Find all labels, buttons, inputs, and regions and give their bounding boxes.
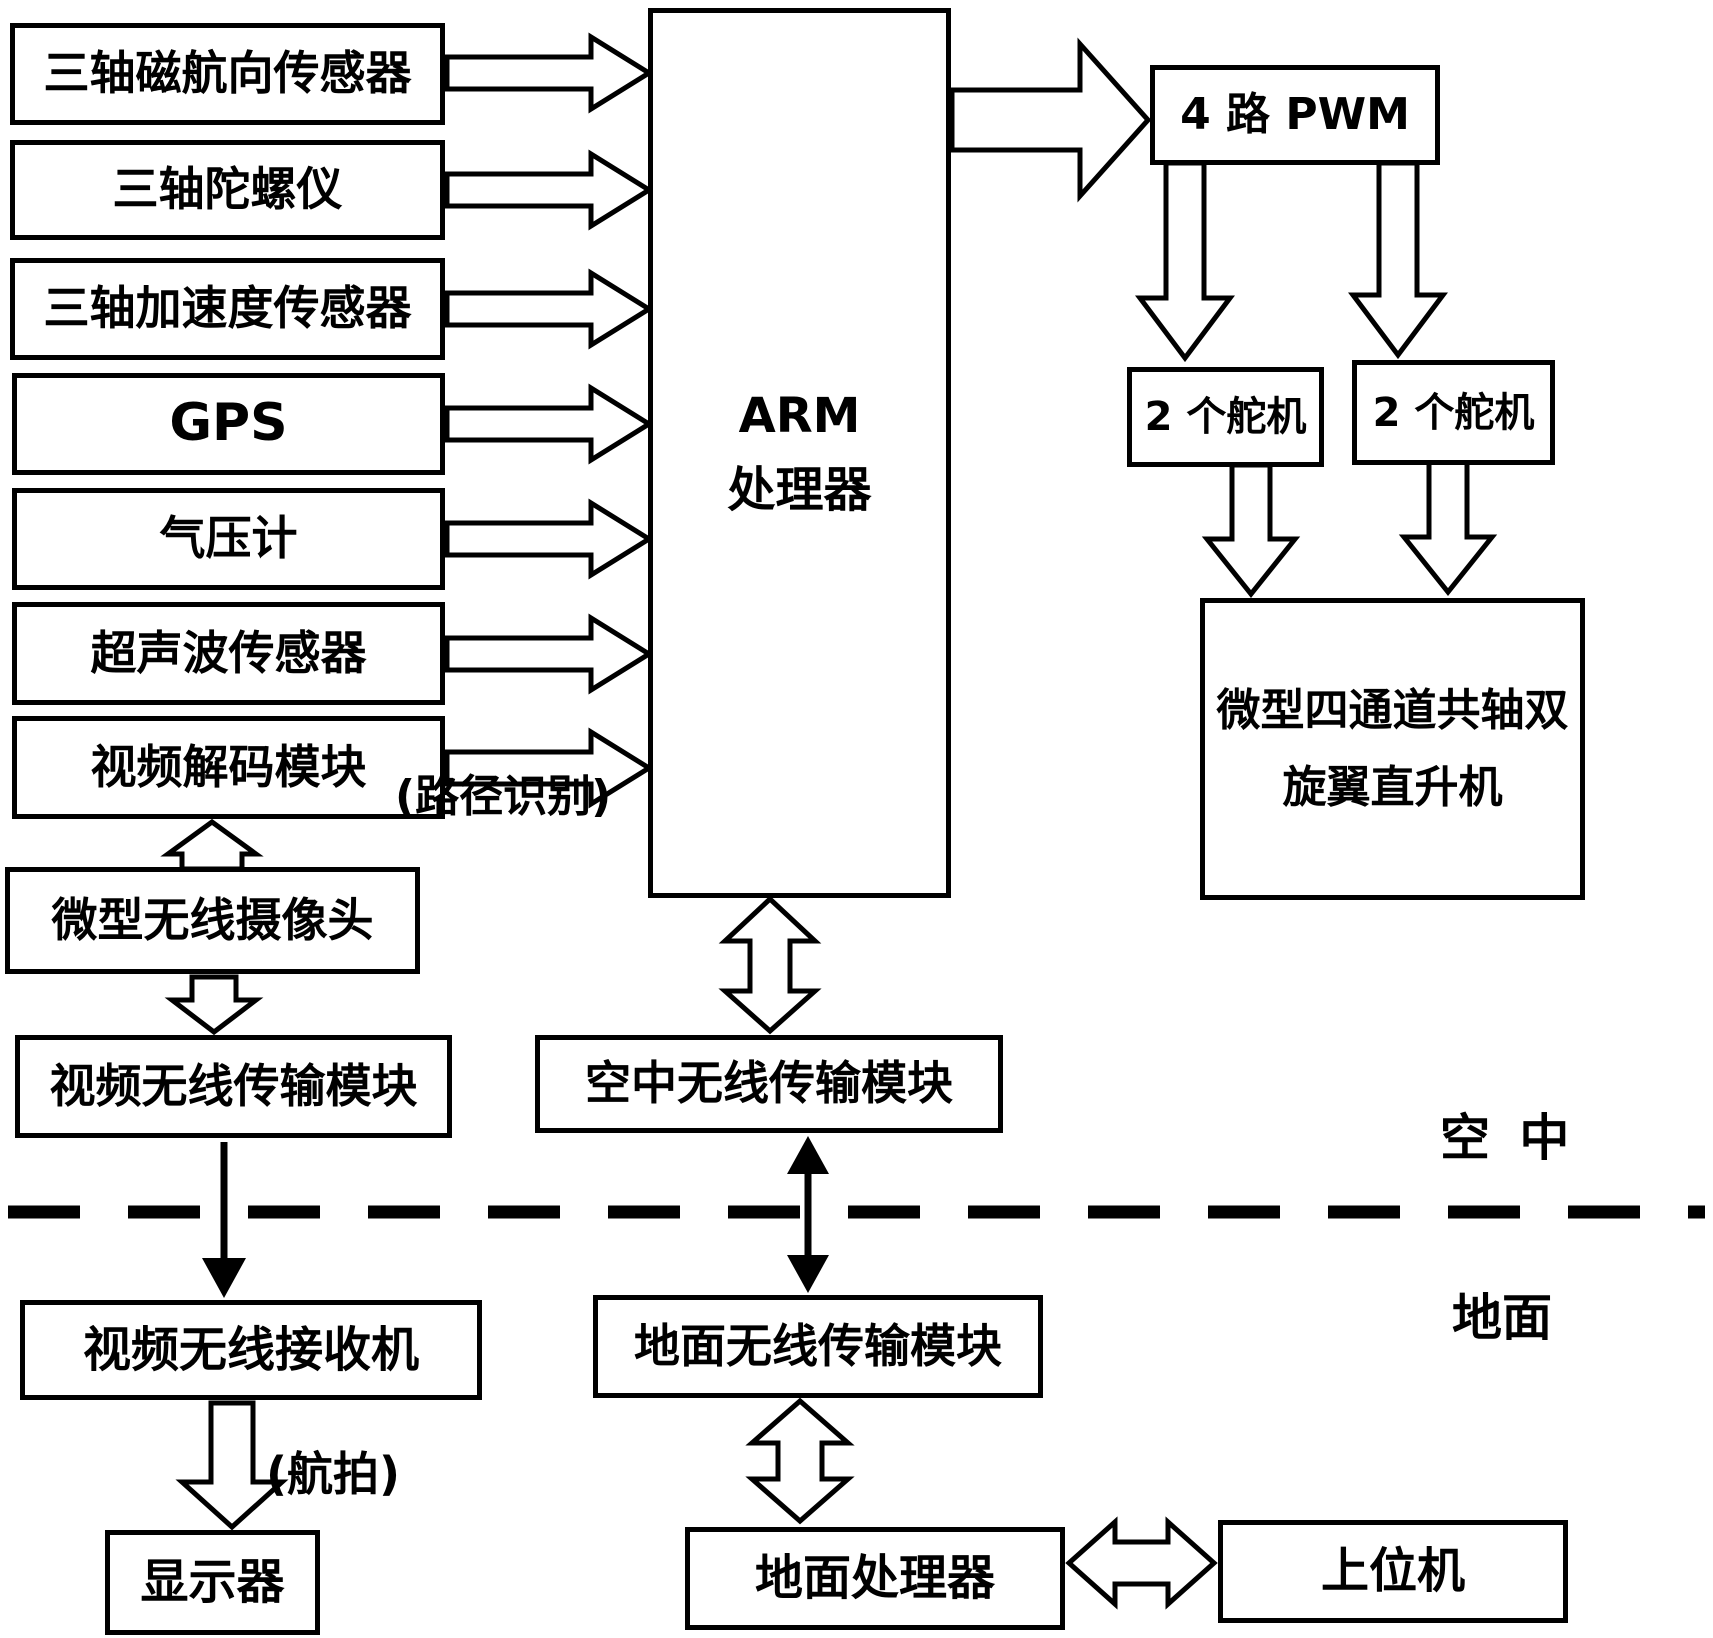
node-gyroscope-label: 三轴陀螺仪 (112, 162, 343, 217)
node-servos-right: 2 个舵机 (1352, 360, 1555, 465)
arrow-accel-to-arm (444, 268, 654, 350)
node-servos-left-label: 2 个舵机 (1144, 394, 1307, 440)
node-accelerometer: 三轴加速度传感器 (10, 258, 445, 360)
node-display: 显示器 (105, 1530, 320, 1635)
arrow-arm-air-tx-bidirectional (718, 895, 822, 1035)
node-air-wireless-module: 空中无线传输模块 (535, 1035, 1003, 1133)
node-arm-processor-label-line2: 处理器 (727, 462, 872, 518)
node-ground-processor-label: 地面处理器 (754, 1550, 995, 1607)
arrow-pwm-to-servo-left (1135, 160, 1235, 363)
node-video-wireless-tx-label: 视频无线传输模块 (49, 1058, 418, 1113)
node-display-label: 显示器 (140, 1554, 285, 1611)
arrow-air-tx-ground-tx-bidirectional (787, 1136, 829, 1293)
annotation-aerial-photography: (航拍) (266, 1447, 401, 1501)
arrow-video-rx-to-display (175, 1400, 289, 1531)
node-host-computer: 上位机 (1218, 1520, 1568, 1623)
node-magnetic-heading-sensor-label: 三轴磁航向传感器 (43, 46, 412, 101)
node-wireless-camera: 微型无线摄像头 (5, 867, 420, 974)
node-arm-processor: ARM 处理器 (648, 8, 951, 898)
node-ultrasonic-sensor: 超声波传感器 (12, 602, 445, 705)
arrow-ground-tx-ground-cpu-bidirectional (745, 1397, 855, 1525)
arrow-ground-cpu-host-bidirectional (1065, 1516, 1218, 1610)
node-barometer: 气压计 (12, 488, 445, 590)
node-coaxial-helicopter-label-line1: 微型四通道共轴双 (1216, 685, 1569, 736)
arrow-servo-right-to-helicopter (1398, 459, 1498, 597)
node-ground-wireless-module: 地面无线传输模块 (593, 1295, 1043, 1398)
node-gps: GPS (12, 373, 445, 475)
node-video-wireless-rx-label: 视频无线接收机 (82, 1321, 419, 1378)
arrow-camera-to-video-tx (164, 974, 264, 1036)
node-accelerometer-label: 三轴加速度传感器 (43, 281, 412, 336)
node-servos-left: 2 个舵机 (1127, 367, 1324, 467)
annotation-ground-side: 地面 (1452, 1289, 1552, 1347)
node-host-computer-label: 上位机 (1320, 1543, 1465, 1600)
arrow-servo-left-to-helicopter (1201, 462, 1301, 599)
node-arm-processor-label-line1: ARM (738, 387, 861, 444)
node-wireless-camera-label: 微型无线摄像头 (51, 892, 374, 947)
node-coaxial-helicopter: 微型四通道共轴双 旋翼直升机 (1200, 598, 1585, 900)
node-video-wireless-rx: 视频无线接收机 (20, 1300, 482, 1400)
arrow-baro-to-arm (444, 498, 654, 580)
node-video-decoder: 视频解码模块 (12, 716, 445, 819)
arrow-video-tx-to-video-rx (202, 1142, 246, 1298)
node-barometer-label: 气压计 (159, 511, 298, 566)
node-4ch-pwm-label: 4 路 PWM (1180, 89, 1410, 141)
node-magnetic-heading-sensor: 三轴磁航向传感器 (10, 23, 445, 125)
annotation-path-recognition: (路径识别) (395, 771, 612, 822)
node-air-wireless-module-label: 空中无线传输模块 (585, 1056, 953, 1111)
arrow-camera-to-video-decoder (160, 818, 264, 872)
node-video-decoder-label: 视频解码模块 (90, 739, 367, 794)
node-ground-processor: 地面处理器 (685, 1527, 1065, 1630)
node-coaxial-helicopter-label-line2: 旋翼直升机 (1282, 762, 1503, 813)
node-video-wireless-tx: 视频无线传输模块 (15, 1035, 452, 1138)
arrow-arm-to-pwm (949, 37, 1152, 203)
node-gps-label: GPS (169, 393, 288, 454)
node-4ch-pwm: 4 路 PWM (1150, 65, 1440, 165)
arrow-video-decoder-to-arm (444, 727, 654, 809)
node-gyroscope: 三轴陀螺仪 (10, 140, 445, 240)
arrow-mag-sensor-to-arm (444, 32, 654, 114)
node-ground-wireless-module-label: 地面无线传输模块 (634, 1318, 1002, 1373)
annotation-airborne-side: 空 中 (1440, 1109, 1576, 1167)
arrow-gps-to-arm (444, 383, 654, 465)
arrow-pwm-to-servo-right (1348, 160, 1448, 360)
arrow-gyro-to-arm (444, 149, 654, 231)
node-servos-right-label: 2 个舵机 (1372, 389, 1535, 436)
node-ultrasonic-sensor-label: 超声波传感器 (90, 625, 367, 680)
arrow-ultrasonic-to-arm (444, 613, 654, 695)
